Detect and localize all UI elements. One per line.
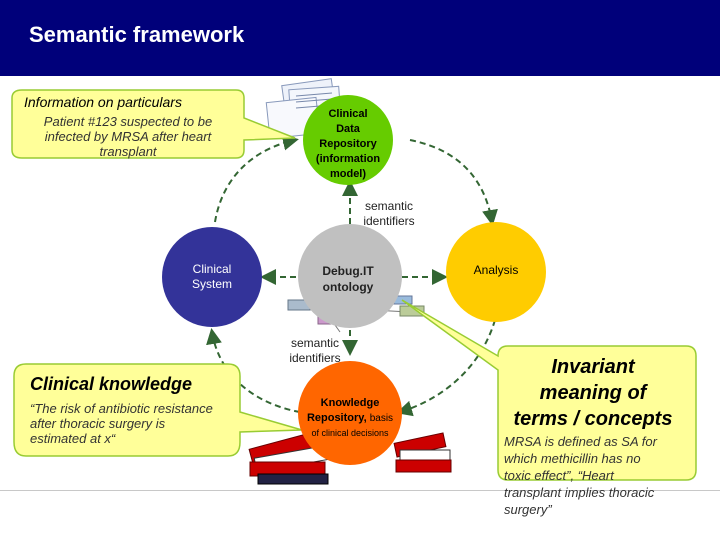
node-knowledge-repository (298, 361, 402, 465)
node-analysis-label: Analysis (473, 263, 519, 277)
callout-particulars-title: Information on particulars (24, 94, 182, 110)
node-debugit-ontology-label: Debug.IT ontology (322, 264, 374, 294)
node-clinical-system (162, 227, 262, 327)
arrow-knowledge-to-clinical-system (206, 328, 301, 413)
semantic-identifiers-top-label: semantic identifiers (363, 199, 415, 228)
node-clinical-data-repository (303, 95, 393, 185)
callout-knowledge-shape (13, 363, 303, 457)
footer-divider (0, 490, 720, 491)
books-icon-right (393, 432, 452, 473)
header-bar: Semantic framework (0, 0, 720, 76)
node-analysis (446, 222, 546, 322)
slide-title: Semantic framework (29, 22, 245, 47)
cycle-arrows (206, 134, 498, 417)
arrow-clinical-system-to-cdr (214, 134, 299, 223)
node-knowledge-repository-label: Knowledge Repository, basis of clinical … (306, 397, 394, 438)
callout-knowledge-body: “The risk of antibiotic resistance after… (30, 401, 213, 446)
callout-particulars-shape (11, 89, 296, 159)
node-clinical-data-repository-label: Clinical Data Repository (information mo… (315, 108, 381, 180)
semantic-identifiers-bottom-label: semantic identifiers (289, 336, 341, 365)
callout-knowledge-title: Clinical knowledge (30, 374, 193, 394)
callout-particulars-body: Patient #123 suspected to be infected by… (43, 114, 213, 159)
callout-invariant-shape (401, 299, 697, 481)
books-icon-left (248, 430, 329, 485)
node-clinical-system-label: Clinical System (191, 262, 232, 291)
arrow-cdr-to-analysis (409, 139, 498, 226)
node-debugit-ontology (298, 224, 402, 328)
arrow-analysis-to-knowledge (396, 319, 496, 417)
callout-invariant-body: MRSA is defined as SA for which methicil… (504, 434, 657, 517)
callout-invariant-title: Invariant meaning of terms / concepts (513, 356, 673, 430)
